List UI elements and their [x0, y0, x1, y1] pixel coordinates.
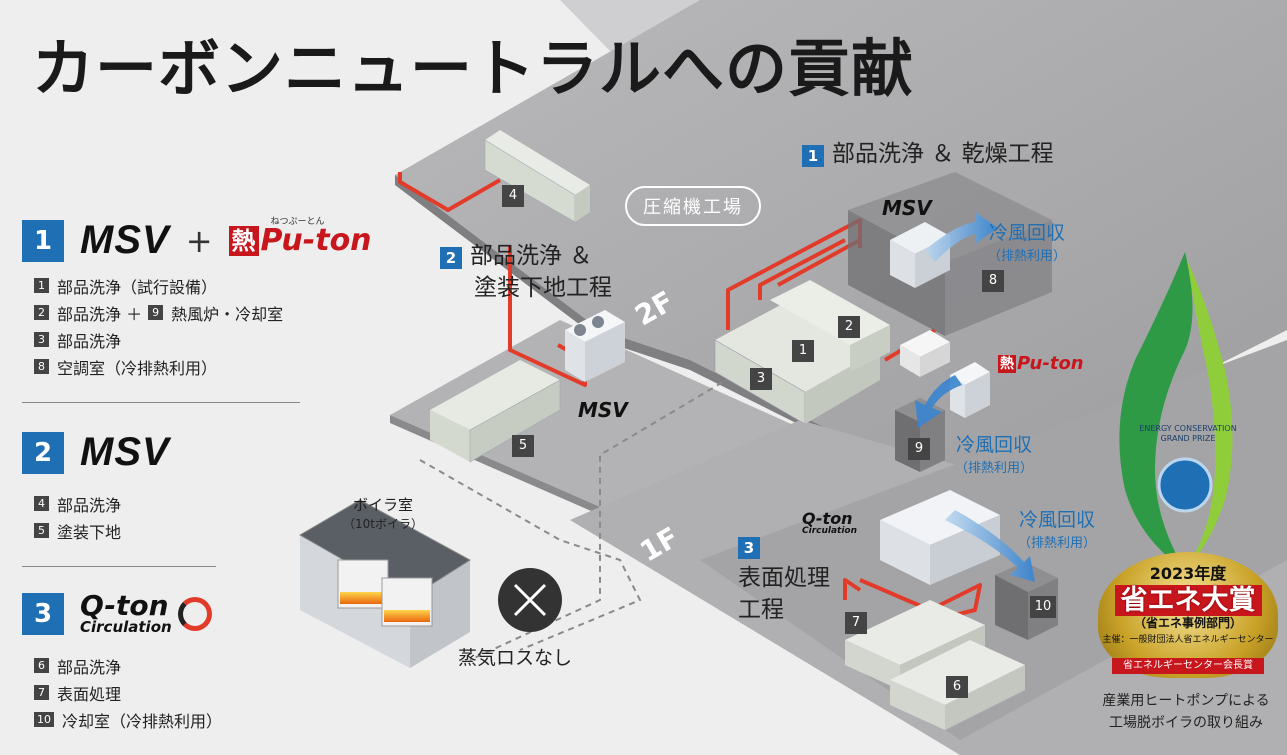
cool-air-arrow-2	[915, 375, 962, 428]
page-title: カーボンニュートラルへの貢献	[32, 32, 915, 105]
dashed-link-upper	[469, 359, 761, 661]
dashed-link-lower	[419, 459, 642, 651]
legend-group-3-header: 3 Q-ton Circulation	[22, 592, 212, 635]
puton-tag: 熱 Pu-ton	[998, 353, 1084, 374]
award-prize-banner: 省エネルギーセンター会長賞	[1112, 658, 1264, 674]
boiler-room	[299, 499, 471, 668]
legend-badge-3: 3	[22, 592, 64, 635]
cool-air-note-1: 冷風回収（排熱利用）	[988, 222, 1067, 264]
floor-2f	[395, 0, 1287, 495]
qton-logo: Q-ton Circulation	[80, 592, 172, 635]
divider	[22, 566, 216, 567]
equipment-5	[430, 360, 561, 463]
plus-sign: +	[185, 221, 213, 260]
award-year: 2023年度	[1149, 564, 1227, 583]
award-sub: （省エネ事例部門）	[1133, 616, 1242, 630]
unit-number: 2	[838, 316, 860, 338]
unit-number: 6	[946, 676, 968, 698]
qton-tag: Q-ton Circulation	[802, 509, 858, 536]
award-ribbon-icon	[1119, 252, 1233, 570]
msv-tag-upper: MSV	[882, 196, 932, 220]
legend-group-2-header: 2 MSV	[22, 430, 170, 475]
msv-logo: MSV	[80, 430, 170, 474]
heatpump-2f-left	[565, 310, 625, 382]
puton-logo: 熱 Pu-ton ねつぷーとん	[228, 217, 372, 258]
equipment-4	[484, 130, 590, 223]
award-main: 省エネ大賞	[1098, 578, 1278, 617]
legend-badge-2: 2	[22, 431, 64, 474]
recycle-icon	[177, 596, 212, 631]
unit-number: 8	[982, 270, 1004, 292]
hall-label: 圧縮機工場	[625, 186, 761, 226]
process-3-title: 3 表面処理 工程	[738, 537, 830, 623]
unit-number: 7	[845, 612, 867, 634]
legend-badge-1: 1	[22, 219, 64, 262]
award-organizer: 主催：一般財団法人省エネルギーセンター	[1102, 635, 1274, 645]
cool-air-arrow-3	[945, 510, 1035, 582]
no-steam-loss-label: 蒸気ロスなし	[458, 647, 573, 669]
unit-number: 10	[1030, 596, 1056, 618]
puton-name: Pu-ton	[260, 222, 372, 258]
award-caption: 産業用ヒートポンプによる 工場脱ボイラの取り組み	[1102, 693, 1270, 731]
unit-number: 4	[502, 185, 524, 207]
unit-number: 3	[750, 368, 772, 390]
puton-ruby: ねつぷーとん	[270, 216, 325, 227]
unit-number: 9	[908, 438, 930, 460]
unit-number: 5	[512, 435, 534, 457]
award-ribbon-text: ENERGY CONSERVATION GRAND PRIZE	[1139, 424, 1237, 443]
puton-unit	[900, 330, 990, 418]
puton-kanji: 熱	[228, 225, 259, 256]
msv-tag-lower: MSV	[578, 398, 628, 422]
boiler-room-label: ボイラ室 （10tボイラ）	[343, 496, 423, 531]
qton-logo-top: Q-ton	[80, 589, 169, 622]
cool-air-arrow-1	[925, 212, 998, 262]
cool-air-note-2: 冷風回収（排熱利用）	[955, 434, 1034, 476]
qton-logo-bottom: Circulation	[80, 618, 172, 636]
msv-logo: MSV	[80, 218, 170, 262]
tanks-1f	[845, 600, 1025, 730]
divider	[22, 402, 300, 403]
legend-group-1-header: 1 MSV + 熱 Pu-ton ねつぷーとん	[22, 217, 372, 263]
cool-air-note-3: 冷風回収（排熱利用）	[1018, 509, 1097, 551]
unit-number: 1	[792, 340, 814, 362]
